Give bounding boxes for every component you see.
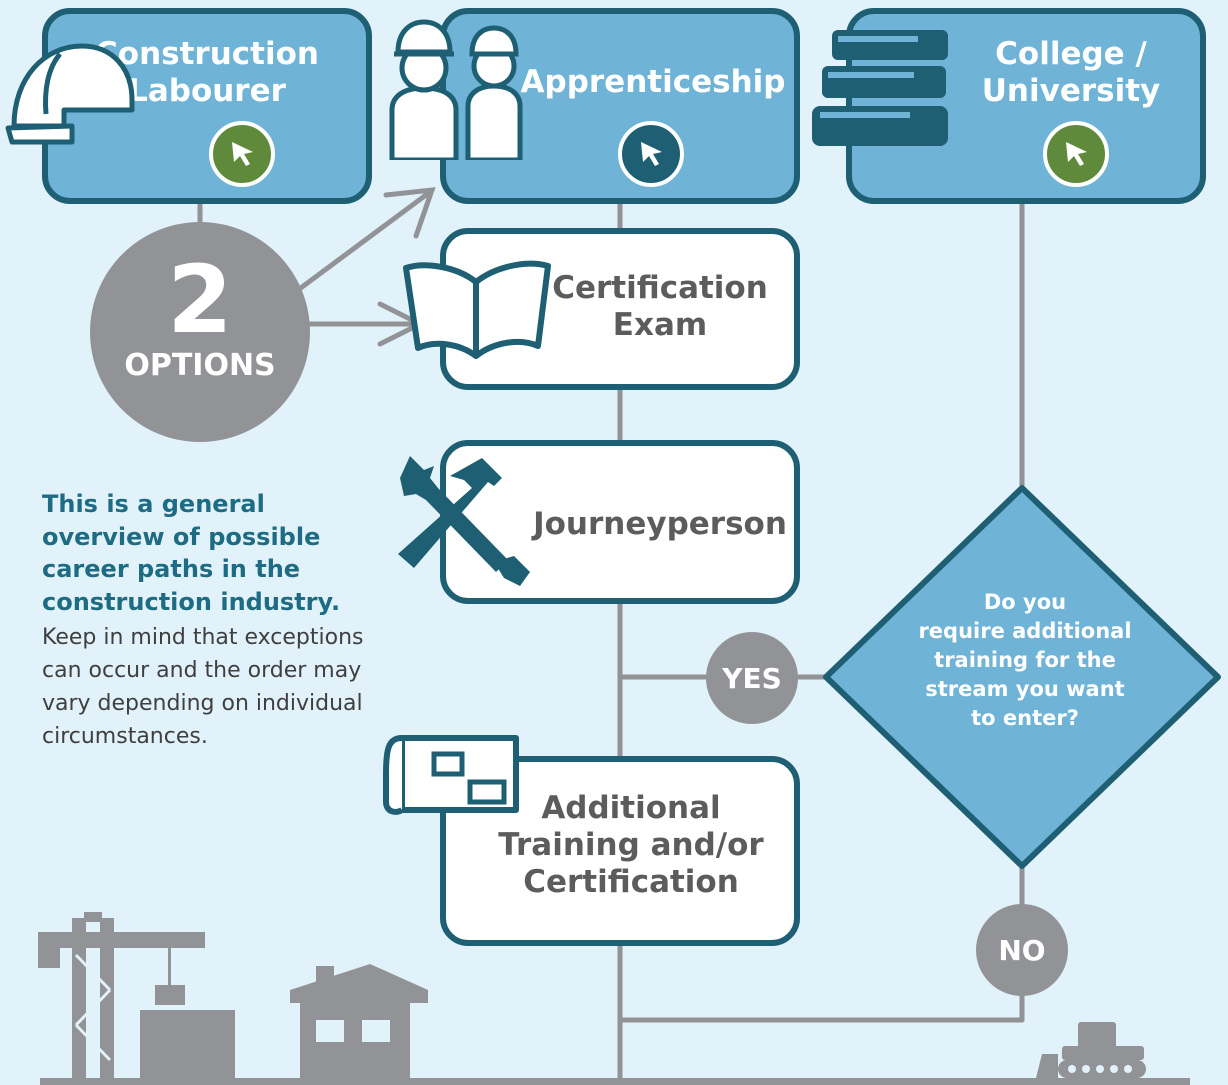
workers-icon [389,19,523,160]
cursor-icon [641,142,662,166]
no-badge: NO [976,904,1068,996]
arrow-to-apprenticeship [295,189,433,293]
decision-diamond [823,485,1221,869]
house-frame-icon [290,964,428,1078]
open-book-icon [403,260,551,359]
overview-note-plain: Keep in mind that exceptions can occur a… [42,624,364,749]
crane-lattice [74,953,112,1062]
overview-note-bold: This is a general overview of possible c… [42,490,341,616]
options-label: OPTIONS [124,348,276,383]
arrowhead-apprenticeship [383,187,436,239]
house-window [362,1020,390,1042]
apprenticeship-link-button[interactable] [618,121,684,187]
cursor-icon [232,142,253,166]
blueprint-icon [383,735,519,815]
ground-line [40,1078,1190,1085]
bulldozer-icon [1036,1022,1146,1078]
options-number: 2 [167,246,233,355]
college-university-label: College /University [981,36,1161,110]
construction-labourer-link-button[interactable] [209,121,275,187]
cursor-icon [1066,142,1087,166]
college-university-link-button[interactable] [1043,121,1109,187]
apprenticeship-label: Apprenticeship [520,64,786,100]
yes-badge: YES [706,632,798,724]
hard-hat-icon [5,43,135,145]
house-window [316,1020,344,1042]
journeyperson-label: Journeyperson [533,506,787,542]
journeyperson-box: Journeyperson [440,440,800,604]
books-icon [812,30,948,146]
wrench-hammer-icon [398,456,530,586]
overview-note: This is a general overview of possible c… [42,488,372,753]
crane-icon [38,912,235,1078]
options-circle: 2 OPTIONS [90,222,310,442]
